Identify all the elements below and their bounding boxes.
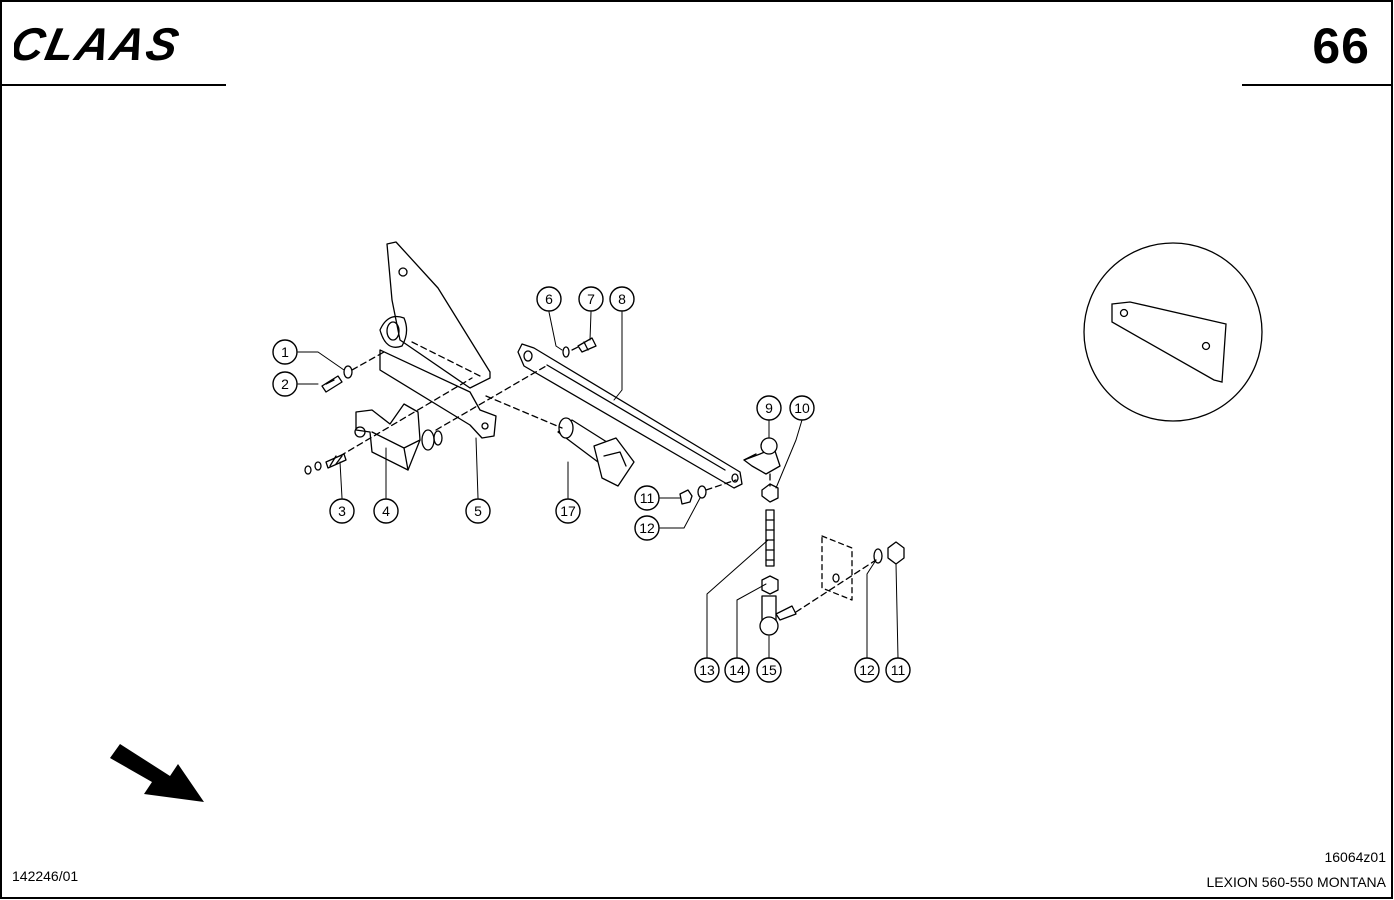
model-name: LEXION 560-550 MONTANA xyxy=(1206,874,1386,890)
callout-3[interactable]: 3 xyxy=(329,498,355,524)
callout-label: 7 xyxy=(587,291,595,307)
callout-10[interactable]: 10 xyxy=(789,395,815,421)
page-number: 66 xyxy=(1312,18,1370,74)
screw-part-7 xyxy=(577,337,597,353)
washer-part-6 xyxy=(562,346,570,358)
sensor-part-4 xyxy=(354,403,443,471)
washer-part-1 xyxy=(343,365,353,379)
direction-arrow xyxy=(110,744,204,802)
callout-label: 12 xyxy=(859,662,875,678)
callout-15[interactable]: 15 xyxy=(756,657,782,683)
ball-joint-part-15 xyxy=(759,595,797,636)
callout-label: 11 xyxy=(891,662,906,678)
nut-part-10 xyxy=(761,483,779,503)
callout-11-upper[interactable]: 11 xyxy=(634,485,660,511)
callout-9[interactable]: 9 xyxy=(756,395,782,421)
claas-logo: CLAAS xyxy=(14,22,185,66)
callout-label: 9 xyxy=(765,400,773,416)
nut-part-14 xyxy=(761,575,779,595)
sensor-part-17 xyxy=(557,417,635,487)
nut-part-11-upper xyxy=(679,489,693,505)
callout-label: 15 xyxy=(761,662,777,678)
arm-part-8 xyxy=(517,343,743,489)
callout-label: 3 xyxy=(338,503,346,519)
callout-label: 2 xyxy=(281,376,289,392)
callout-5[interactable]: 5 xyxy=(465,498,491,524)
callout-label: 5 xyxy=(474,503,482,519)
callout-4[interactable]: 4 xyxy=(373,498,399,524)
callout-17[interactable]: 17 xyxy=(555,498,581,524)
assembly-lines xyxy=(339,341,877,613)
callout-13[interactable]: 13 xyxy=(694,657,720,683)
drawing-number-right: 16064z01 xyxy=(1324,849,1386,865)
callout-12-upper[interactable]: 12 xyxy=(634,515,660,541)
bracket-part-5 xyxy=(379,241,497,439)
threaded-rod-part-13 xyxy=(765,509,775,567)
fastener-part-3 xyxy=(304,453,347,475)
mounting-plate xyxy=(821,535,853,601)
callout-12-lower[interactable]: 12 xyxy=(854,657,880,683)
nut-part-11-lower xyxy=(887,541,905,565)
callout-label: 11 xyxy=(640,490,655,506)
callout-label: 12 xyxy=(639,520,655,536)
leader-lines xyxy=(297,311,899,659)
callout-label: 8 xyxy=(618,291,626,307)
callout-11-lower[interactable]: 11 xyxy=(885,657,911,683)
callout-label: 14 xyxy=(729,662,745,678)
callout-2[interactable]: 2 xyxy=(272,371,298,397)
ball-joint-part-9 xyxy=(743,437,781,475)
callout-1[interactable]: 1 xyxy=(272,339,298,365)
callout-8[interactable]: 8 xyxy=(609,286,635,312)
callout-label: 13 xyxy=(699,662,715,678)
callout-label: 4 xyxy=(382,503,390,519)
washer-part-12-upper xyxy=(697,485,707,499)
callout-7[interactable]: 7 xyxy=(578,286,604,312)
drawing-number-left: 142246/01 xyxy=(12,868,79,884)
callout-14[interactable]: 14 xyxy=(724,657,750,683)
callout-6[interactable]: 6 xyxy=(536,286,562,312)
callout-label: 6 xyxy=(545,291,553,307)
callout-label: 1 xyxy=(281,344,289,360)
svg-text:CLAAS: CLAAS xyxy=(14,22,185,66)
washer-part-12-lower xyxy=(873,548,883,564)
bolt-part-2 xyxy=(321,375,343,393)
detail-circle xyxy=(1083,242,1263,422)
callout-label: 10 xyxy=(794,400,810,416)
callout-label: 17 xyxy=(560,503,576,519)
